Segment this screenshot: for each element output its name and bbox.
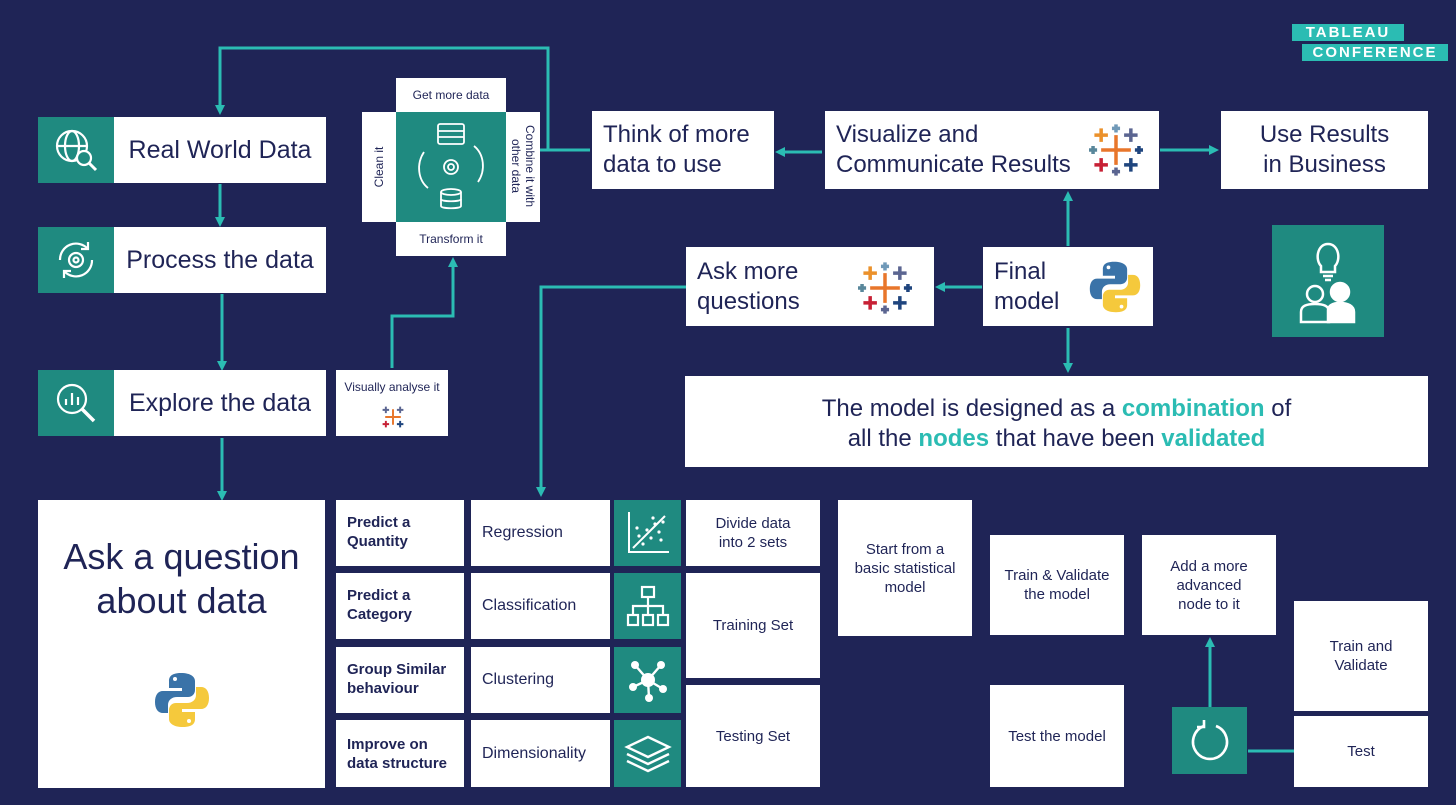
model-statement-box: The model is designed as a combination o…	[685, 376, 1428, 467]
visualize-box: Visualize and Communicate Results	[825, 111, 1159, 189]
task-method-label: Classification	[482, 597, 577, 614]
hierarchy-icon	[626, 585, 669, 627]
visually-analyse-box: Visually analyse it	[336, 370, 448, 436]
brand-line1: TABLEAU	[1292, 24, 1404, 41]
scatter-trend-icon	[627, 512, 669, 553]
tableau-logo-icon	[382, 406, 404, 428]
task-icon-tile	[614, 720, 681, 787]
ask-more-line2: questions	[697, 288, 800, 315]
start-basic-model-box: Start from a basic statistical model	[838, 500, 972, 636]
testing-set-box: Testing Set	[686, 685, 820, 787]
ask-to-regression-connector	[536, 285, 686, 497]
prep-right-label: Combine it with other data	[509, 124, 537, 208]
task-method-cell: Regression	[471, 500, 610, 566]
prep-top-box: Get more data	[396, 78, 506, 112]
python-logo-icon	[155, 673, 209, 727]
statement-line1: The model is designed as a combination o…	[685, 394, 1428, 424]
data-cycle-icon	[418, 123, 484, 210]
task-icon-tile	[614, 500, 681, 566]
globe-search-icon	[55, 129, 98, 172]
explore-data-box: Explore the data	[114, 370, 326, 436]
task-method-label: Regression	[482, 524, 563, 541]
training-set-box: Training Set	[686, 573, 820, 678]
ask-more-line1: Ask more	[697, 258, 799, 285]
idea-person-tile	[1272, 225, 1384, 337]
visually-analyse-label: Visually analyse it	[344, 380, 440, 394]
think-more-box: Think of more data to use	[592, 111, 774, 189]
explore-tile	[38, 370, 114, 436]
task-goal-cell: Improve on data structure	[336, 720, 464, 787]
visualize-line1: Visualize and	[836, 121, 979, 148]
prep-center-tile	[396, 112, 506, 222]
think-more-line1: Think of more	[603, 121, 750, 148]
visualize-line2: Communicate Results	[836, 151, 1071, 178]
test-model-box: Test the model	[990, 685, 1124, 787]
statement-text: of	[1264, 395, 1292, 422]
prep-left-box: Clean it	[362, 112, 396, 222]
ask-more-box: Ask more questions	[686, 247, 934, 326]
statement-text: that have been	[989, 425, 1162, 452]
task-method-label: Clustering	[482, 671, 555, 688]
test-box: Test	[1294, 716, 1428, 787]
task-goal-cell: Group Similar behaviour	[336, 647, 464, 713]
train-validate-model-box: Train & Validate the model	[990, 535, 1124, 635]
task-icon-tile	[614, 647, 681, 713]
task-goal-cell: Predict a Quantity	[336, 500, 464, 566]
loop-tile	[1172, 707, 1247, 774]
add-node-box: Add a more advanced node to it	[1142, 535, 1276, 635]
tableau-logo-icon	[1089, 124, 1143, 176]
think-more-line2: data to use	[603, 151, 722, 178]
refresh-icon	[1191, 719, 1228, 760]
layers-icon	[623, 735, 672, 772]
statement-text: The model is designed as a	[821, 395, 1122, 422]
final-model-box: Final model	[983, 247, 1153, 326]
brand-line2: CONFERENCE	[1302, 44, 1448, 61]
prep-bottom-label: Transform it	[419, 232, 483, 246]
prep-top-label: Get more data	[412, 88, 490, 102]
final-model-line1: Final	[994, 258, 1047, 285]
task-method-cell: Dimensionality	[471, 720, 610, 787]
ask-question-box: Ask a question about data	[38, 500, 325, 788]
ask-question-line1: Ask a question	[63, 536, 300, 577]
task-goal-cell: Predict a Category	[336, 573, 464, 639]
prep-right-box: Combine it with other data	[506, 112, 540, 222]
real-world-data-box: Real World Data	[114, 117, 326, 183]
process-data-box: Process the data	[114, 227, 326, 293]
use-results-box: Use Results in Business	[1221, 111, 1428, 189]
statement-text: all the	[847, 425, 919, 452]
chart-magnifier-icon	[56, 383, 96, 423]
python-logo-icon	[1089, 261, 1141, 313]
statement-line2: all the nodes that have been validated	[685, 424, 1428, 454]
prep-left-label: Clean it	[372, 146, 386, 188]
task-method-cell: Clustering	[471, 647, 610, 713]
idea-person-icon	[1299, 242, 1356, 324]
ask-question-line2: about data	[96, 580, 267, 621]
tableau-logo-icon	[858, 262, 912, 314]
gear-cycle-icon	[58, 242, 94, 278]
use-results-line2: in Business	[1263, 151, 1386, 178]
process-tile	[38, 227, 114, 293]
task-icon-tile	[614, 573, 681, 639]
statement-highlight: nodes	[918, 425, 990, 452]
final-model-line2: model	[994, 288, 1060, 315]
divide-data-box: Divide data into 2 sets	[686, 500, 820, 566]
cluster-network-icon	[628, 661, 667, 702]
prep-bottom-box: Transform it	[396, 222, 506, 256]
loop-connector	[215, 46, 550, 150]
statement-highlight: validated	[1161, 425, 1266, 452]
analyse-to-prep-connector	[390, 257, 458, 368]
train-and-validate-box: Train and Validate	[1294, 601, 1428, 711]
task-method-label: Dimensionality	[482, 744, 587, 762]
task-method-cell: Classification	[471, 573, 610, 639]
globe-search-tile	[38, 117, 114, 183]
statement-highlight: combination	[1121, 395, 1265, 422]
use-results-line1: Use Results	[1259, 121, 1390, 148]
